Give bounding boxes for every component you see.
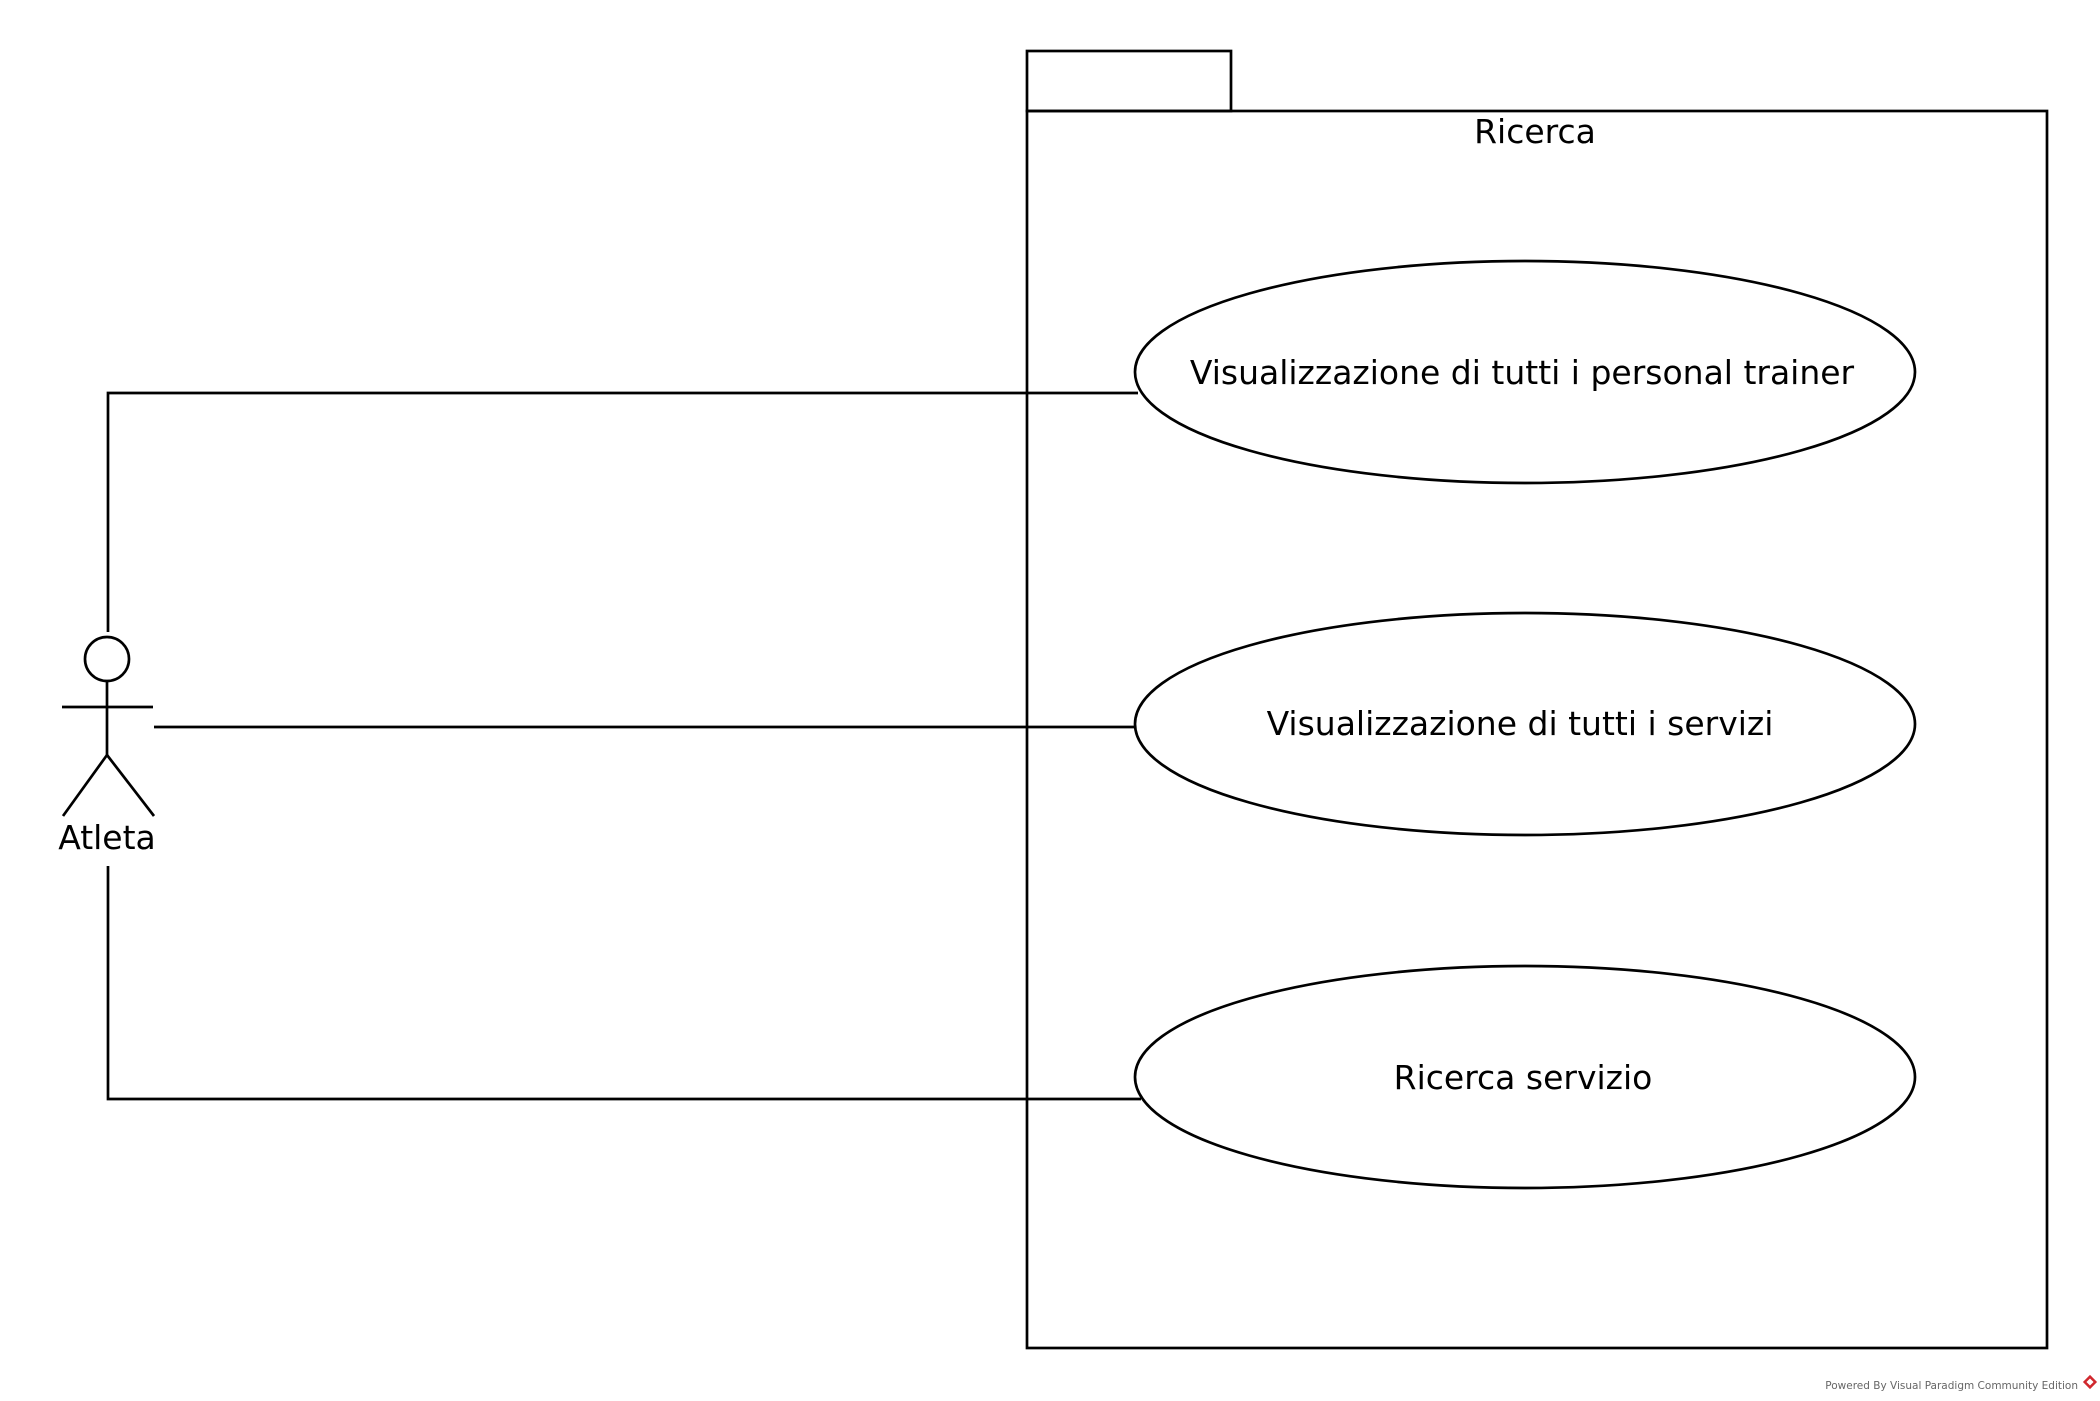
visual-paradigm-logo-icon [2082, 1374, 2098, 1390]
actor-atleta: Atleta [58, 635, 156, 857]
use-case-personal-trainer: Visualizzazione di tutti i personal trai… [1133, 259, 1917, 485]
use-case-ellipse [1133, 611, 1917, 837]
footer-text: Powered By Visual Paradigm Community Edi… [1825, 1380, 2078, 1392]
use-case-label: Visualizzazione di tutti i servizi [1267, 704, 1774, 743]
actor-right-leg [105, 754, 156, 817]
use-case-servizi: Visualizzazione di tutti i servizi [1133, 611, 1917, 837]
actor-left-leg [61, 754, 109, 817]
use-case-ricerca-servizio: Ricerca servizio [1133, 964, 1917, 1190]
actor-label: Atleta [58, 818, 156, 857]
use-case-ellipse [1133, 964, 1917, 1190]
association-personal-trainer [106, 391, 1138, 632]
use-case-label: Visualizzazione di tutti i personal trai… [1190, 353, 1855, 392]
package-ricerca: Ricerca [1025, 49, 2049, 1350]
footer: Powered By Visual Paradigm Community Edi… [1825, 1374, 2098, 1392]
actor-head [83, 635, 131, 683]
package-title: Ricerca [1474, 112, 1596, 151]
use-case-label: Ricerca servizio [1394, 1058, 1653, 1097]
use-case-ellipse [1133, 259, 1917, 485]
package-tab [1025, 49, 1233, 113]
association-ricerca-servizio [106, 866, 1141, 1101]
associations [106, 391, 1141, 1101]
package-body [1025, 109, 2049, 1350]
